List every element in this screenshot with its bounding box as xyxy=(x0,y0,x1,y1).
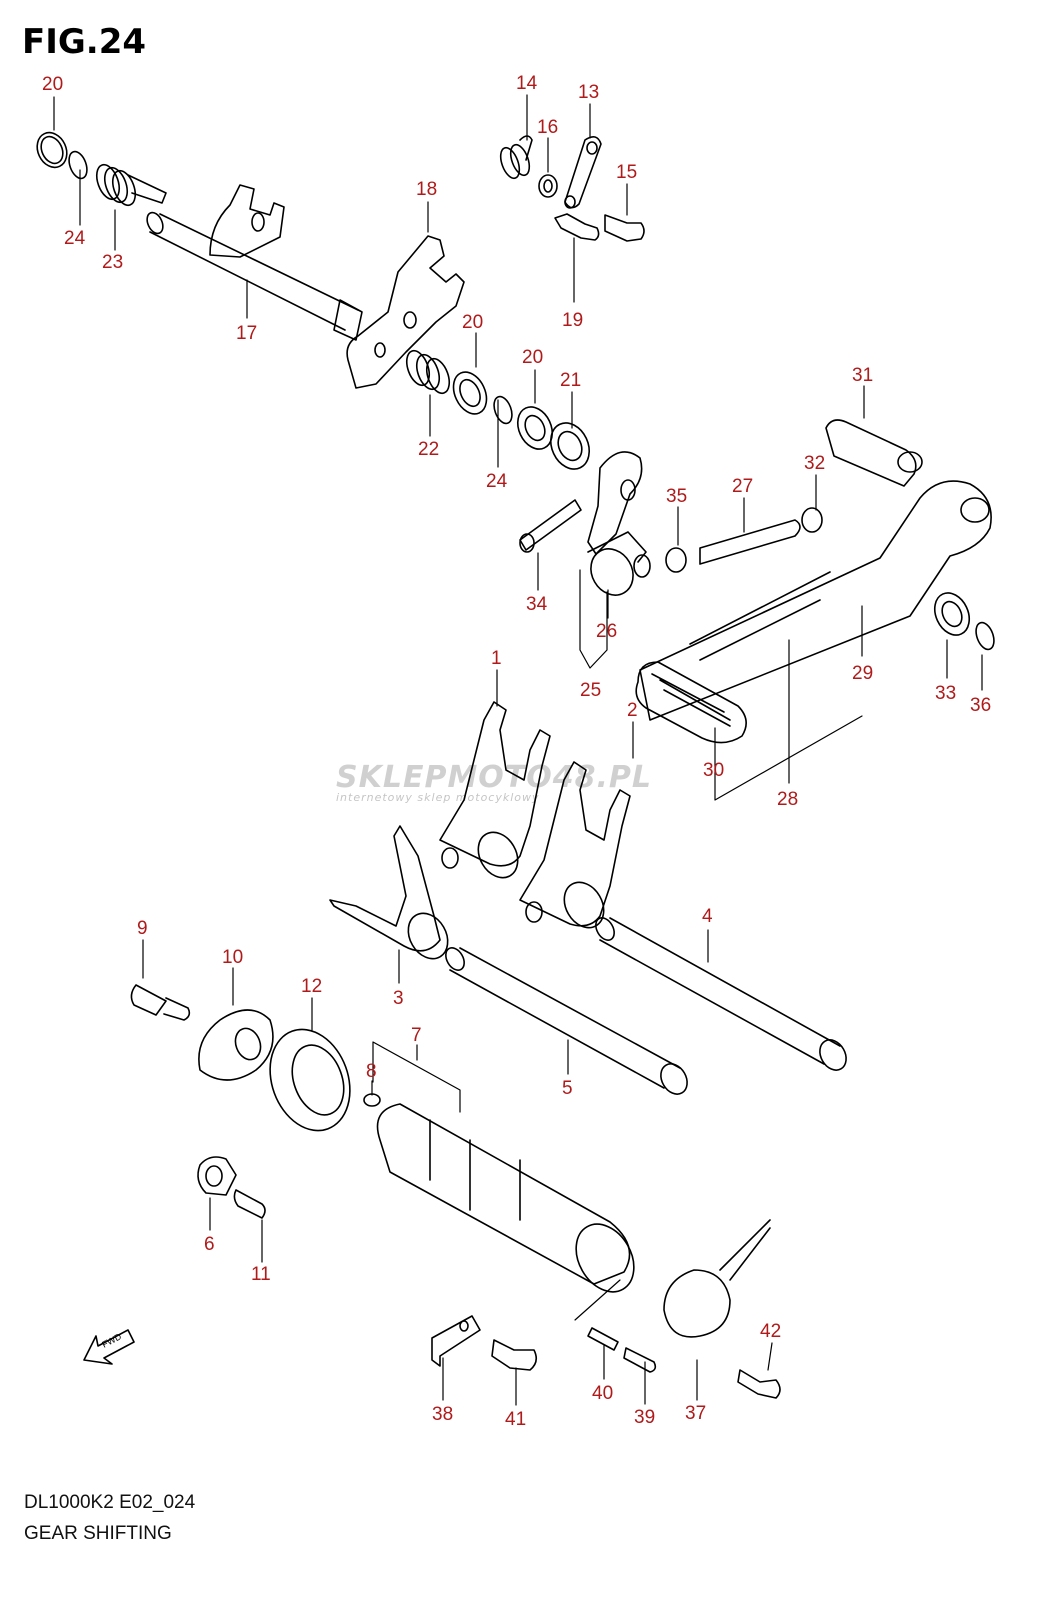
callout-label: 24 xyxy=(486,471,508,492)
sensor-parts xyxy=(431,1219,781,1399)
callout-label: 30 xyxy=(703,760,724,781)
section-name: GEAR SHIFTING xyxy=(24,1523,172,1544)
callout-label: 16 xyxy=(537,117,558,138)
watermark: SKLEPMOTO48.PL internetowy sklep motocyk… xyxy=(336,760,716,804)
callout-label: 32 xyxy=(804,453,825,474)
callout-label: 10 xyxy=(222,947,243,968)
small-parts-top xyxy=(499,135,645,242)
callout-label: 3 xyxy=(393,988,404,1009)
callout-label: 24 xyxy=(64,228,86,249)
callout-label: 20 xyxy=(42,74,63,95)
callout-label: 20 xyxy=(462,312,483,333)
callout-label: 33 xyxy=(935,683,956,704)
drum-end-parts xyxy=(130,984,351,1132)
callout-label: 5 xyxy=(562,1078,573,1099)
callout-label: 4 xyxy=(702,906,713,927)
callout-label: 25 xyxy=(580,680,601,701)
shift-lever-28 xyxy=(635,419,992,744)
callout-label: 1 xyxy=(491,648,502,669)
watermark-main: SKLEPMOTO48.PL xyxy=(336,760,653,795)
callout-label: 6 xyxy=(204,1234,215,1255)
callout-label: 22 xyxy=(418,439,439,460)
callout-label: 36 xyxy=(970,695,991,716)
callout-label: 34 xyxy=(526,594,548,615)
shift-forks xyxy=(329,701,631,960)
fwd-arrow-icon: FWD xyxy=(83,1329,135,1365)
watermark-sub: internetowy sklep motocyklowy xyxy=(336,791,540,804)
callout-label: 35 xyxy=(666,486,687,507)
callout-label: 31 xyxy=(852,365,873,386)
callout-label: 20 xyxy=(522,347,543,368)
callout-label: 29 xyxy=(852,663,873,684)
rings-and-springs xyxy=(36,131,995,651)
callout-label: 15 xyxy=(616,162,637,183)
callout-label: 8 xyxy=(366,1061,377,1082)
callout-label: 23 xyxy=(102,252,123,273)
callout-label: 38 xyxy=(432,1404,453,1425)
shift-shaft-17 xyxy=(146,184,363,341)
callout-label: 26 xyxy=(596,621,617,642)
leader-lines xyxy=(53,94,983,1406)
callout-label: 14 xyxy=(516,73,538,94)
callout-label: 42 xyxy=(760,1321,781,1342)
shift-drum-7 xyxy=(363,1093,635,1293)
shift-arm-18 xyxy=(346,235,465,389)
rod-end-26 xyxy=(519,451,823,596)
callout-label: 39 xyxy=(634,1407,655,1428)
callout-label: 37 xyxy=(685,1403,706,1424)
figure-title: FIG.24 xyxy=(22,22,147,62)
callout-label: 9 xyxy=(137,918,148,939)
callout-label: 7 xyxy=(411,1025,422,1046)
callout-label: 18 xyxy=(416,179,437,200)
callout-label: 13 xyxy=(578,82,599,103)
callout-label: 2 xyxy=(627,700,638,721)
callout-label: 41 xyxy=(505,1409,526,1430)
callout-label: 28 xyxy=(777,789,798,810)
callout-label: 17 xyxy=(236,323,257,344)
callout-label: 21 xyxy=(560,370,581,391)
callout-label: 27 xyxy=(732,476,753,497)
plate-and-screw xyxy=(197,1156,266,1219)
model-code: DL1000K2 E02_024 xyxy=(24,1492,196,1513)
callout-label: 40 xyxy=(592,1383,613,1404)
fork-rods xyxy=(445,917,847,1095)
callout-label: 19 xyxy=(562,310,583,331)
callout-labels: 20 24 23 17 18 14 16 13 15 19 20 22 20 2… xyxy=(42,73,991,1430)
callout-label: 12 xyxy=(301,976,322,997)
callout-label: 11 xyxy=(251,1264,271,1285)
